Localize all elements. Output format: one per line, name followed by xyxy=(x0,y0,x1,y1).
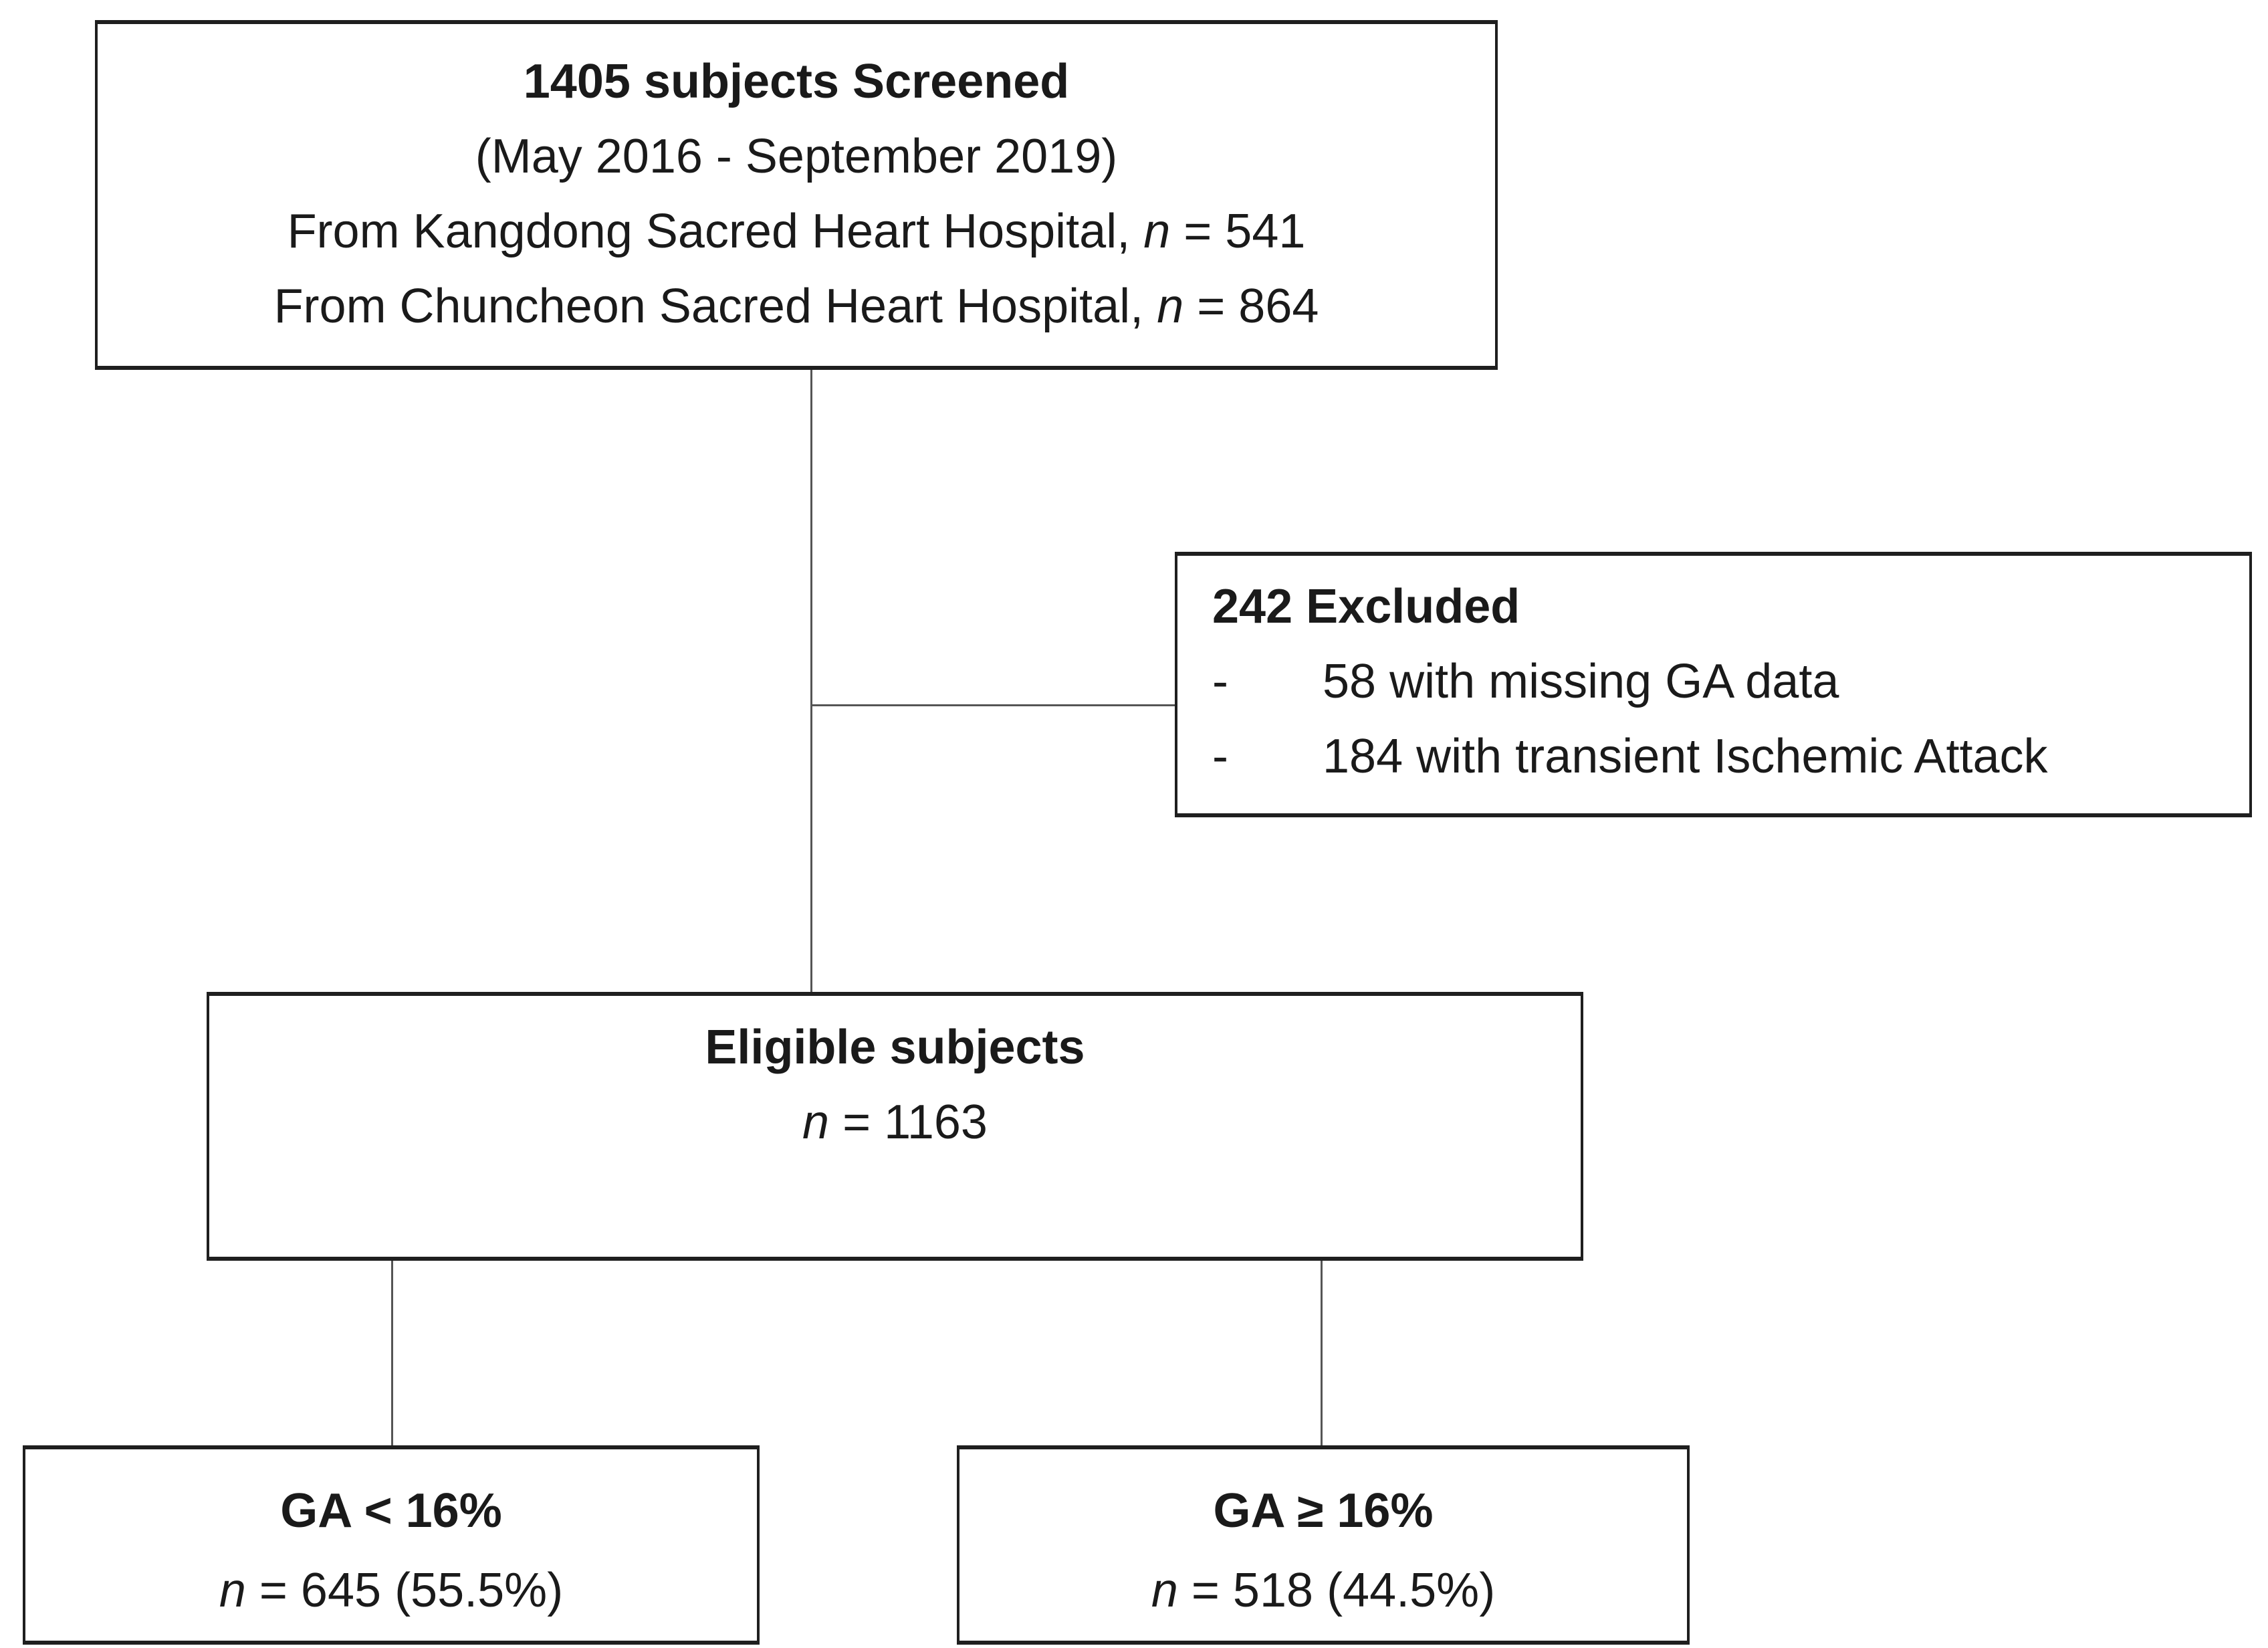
connector-eligible-to-ga-above xyxy=(1321,1261,1323,1445)
eligible-n: n xyxy=(802,1096,830,1149)
dash-bullet: - xyxy=(1212,730,1228,783)
screened-title: 1405 subjects Screened xyxy=(523,55,1070,108)
source-chuncheon-count: = 864 xyxy=(1183,280,1319,333)
source-kangdong-text: From Kangdong Sacred Heart Hospital, xyxy=(287,205,1144,258)
dash-bullet: - xyxy=(1212,655,1228,708)
excluded-item-text: 184 with transient Ischemic Attack xyxy=(1323,730,2048,783)
excluded-item-text: 58 with missing GA data xyxy=(1323,655,1839,708)
ga-below-16-box: GA < 16% n = 645 (55.5%) xyxy=(23,1445,760,1645)
source-chuncheon-text: From Chuncheon Sacred Heart Hospital, xyxy=(273,280,1157,333)
screened-source-kangdong: From Kangdong Sacred Heart Hospital, n =… xyxy=(98,194,1495,269)
screened-box: 1405 subjects Screened (May 2016 - Septe… xyxy=(95,20,1498,370)
source-kangdong-count: = 541 xyxy=(1170,205,1306,258)
excluded-box: 242 Excluded - 58 with missing GA data -… xyxy=(1175,552,2252,817)
excluded-title: 242 Excluded xyxy=(1212,580,1520,633)
ga-above-title: GA ≥ 16% xyxy=(1213,1484,1434,1538)
screened-source-chuncheon: From Chuncheon Sacred Heart Hospital, n … xyxy=(98,269,1495,344)
excluded-item-tia: - 184 with transient Ischemic Attack xyxy=(1212,719,2249,794)
connector-screened-to-eligible xyxy=(810,370,812,992)
ga-below-n: n xyxy=(219,1564,246,1617)
source-chuncheon-n: n xyxy=(1157,280,1184,333)
eligible-count: n = 1163 xyxy=(209,1085,1581,1160)
ga-above-n: n xyxy=(1151,1564,1178,1617)
connector-branch-to-excluded xyxy=(812,704,1175,706)
eligible-title: Eligible subjects xyxy=(705,1021,1085,1074)
ga-below-title: GA < 16% xyxy=(280,1484,502,1538)
source-kangdong-n: n xyxy=(1143,205,1171,258)
ga-above-count: n = 518 (44.5%) xyxy=(959,1551,1687,1631)
eligible-count-value: = 1163 xyxy=(829,1096,988,1149)
ga-above-count-value: = 518 (44.5%) xyxy=(1177,1564,1496,1617)
excluded-item-missing-ga: - 58 with missing GA data xyxy=(1212,644,2249,719)
ga-below-count-value: = 645 (55.5%) xyxy=(245,1564,564,1617)
ga-below-count: n = 645 (55.5%) xyxy=(25,1551,757,1631)
eligible-box: Eligible subjects n = 1163 xyxy=(207,992,1583,1261)
connector-eligible-to-ga-below xyxy=(391,1261,393,1445)
ga-above-16-box: GA ≥ 16% n = 518 (44.5%) xyxy=(957,1445,1690,1645)
screened-period: (May 2016 - September 2019) xyxy=(475,130,1118,183)
